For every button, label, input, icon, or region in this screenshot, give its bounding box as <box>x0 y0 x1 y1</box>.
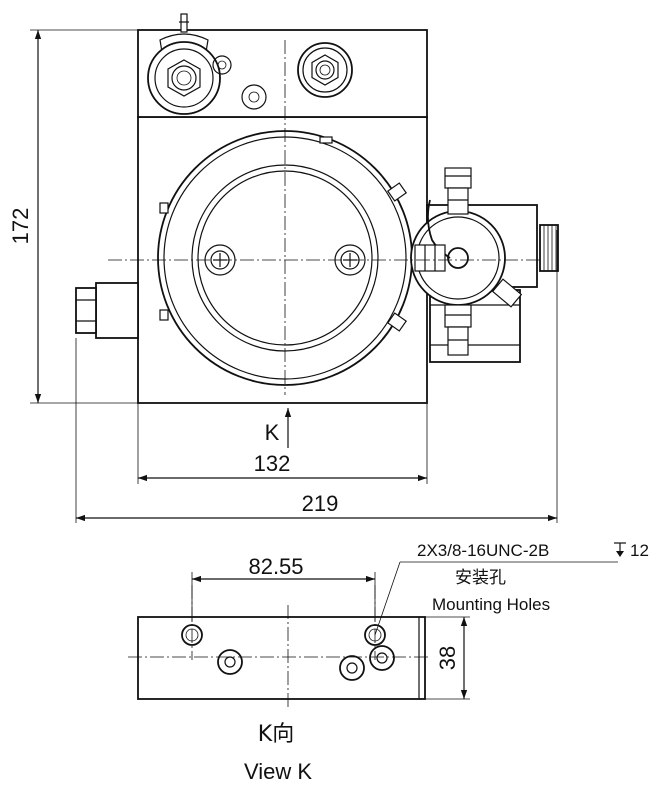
note-cn: 安装孔 <box>455 568 506 588</box>
note-en: Mounting Holes <box>432 595 550 614</box>
depth-value: 38 <box>435 646 460 670</box>
dimension-width-body: 132 <box>137 403 428 484</box>
view-title-en: View K <box>244 759 312 784</box>
hole-spec: 2X3/8-16UNC-2B <box>417 541 549 560</box>
motor-flange <box>157 130 413 386</box>
depth-symbol-icon <box>614 542 626 557</box>
view-title-cn: K向 <box>258 722 294 747</box>
dimension-depth: 38 <box>425 616 470 700</box>
dimension-hole-spacing: 82.55 <box>191 554 376 622</box>
view-k-label: K <box>265 420 280 445</box>
overall-width-value: 219 <box>302 491 339 516</box>
hole-spacing-value: 82.55 <box>248 554 303 579</box>
dimension-width-overall: 219 <box>75 230 558 523</box>
view-k <box>128 585 430 710</box>
left-port <box>75 282 139 339</box>
top-manifold <box>137 13 428 118</box>
hole-depth: 12 <box>630 541 649 560</box>
left-fitting <box>147 13 221 115</box>
base-plate <box>137 616 426 700</box>
right-valve-assembly <box>410 167 559 363</box>
right-fitting <box>297 42 353 98</box>
body-width-value: 132 <box>254 451 291 476</box>
dimension-height: 172 <box>8 29 138 404</box>
mounting-hole-note: 2X3/8-16UNC-2B 12 安装孔 Mounting Holes <box>374 541 649 636</box>
front-view: K <box>75 13 559 448</box>
height-value: 172 <box>8 208 33 245</box>
